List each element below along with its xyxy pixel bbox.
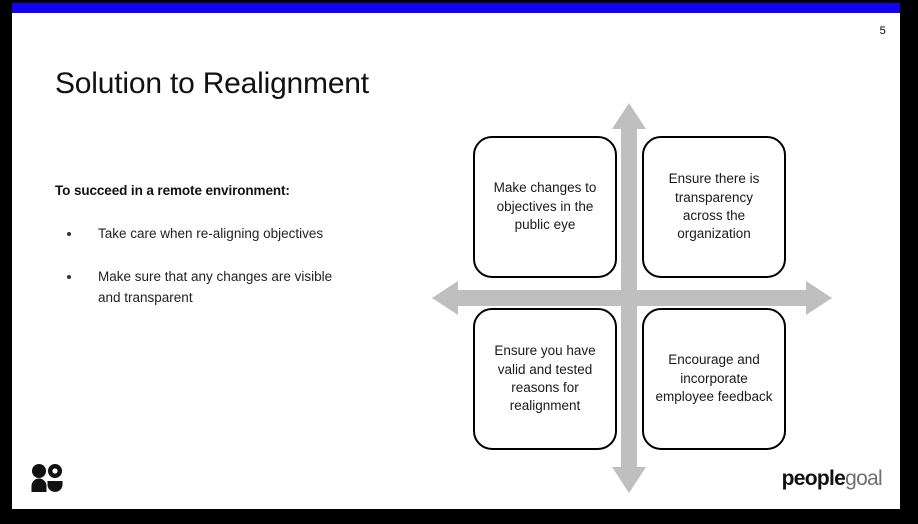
quadrant-box-top-left[interactable]: Make changes to objectives in the public… — [473, 136, 617, 278]
brand-logo-primary: people — [781, 467, 846, 490]
quadrant-box-top-right[interactable]: Ensure there is transparency across the … — [642, 136, 786, 278]
list-item-label: Take care when re-aligning objectives — [98, 226, 324, 241]
quadrant-box-bottom-left[interactable]: Ensure you have valid and tested reasons… — [473, 308, 617, 450]
slide-canvas: 5 Solution to Realignment To succeed in … — [12, 3, 900, 509]
quadrant-box-label: Ensure there is transparency across the … — [668, 171, 760, 242]
accent-bar — [12, 3, 900, 13]
quadrant-box-bottom-right[interactable]: Encourage and incorporate employee feedb… — [642, 308, 786, 450]
lead-line: To succeed in a remote environment: — [55, 183, 290, 198]
bullet-dot-icon — [67, 274, 71, 279]
body-text-column: To succeed in a remote environment: Take… — [55, 183, 385, 331]
bullet-dot-icon — [67, 232, 71, 236]
page-title: Solution to Realignment — [55, 67, 369, 101]
brand-logo-secondary: goal — [845, 467, 883, 490]
two-people-icon — [31, 464, 63, 492]
brand-logo: peoplegoal — [781, 467, 883, 491]
quadrant-box-label: Encourage and incorporate employee feedb… — [655, 352, 773, 405]
page-number: 5 — [879, 25, 886, 37]
quadrant-box-label: Ensure you have valid and tested reasons… — [494, 343, 596, 414]
list-item-label: Make sure that any changes are visible a… — [98, 268, 333, 305]
quadrant-axis-arrows — [432, 103, 832, 493]
list-item: Make sure that any changes are visible a… — [55, 267, 385, 309]
list-item: Take care when re-aligning objectives — [55, 224, 385, 245]
quadrant-diagram: Make changes to objectives in the public… — [432, 103, 832, 493]
quadrant-box-label: Make changes to objectives in the public… — [493, 180, 597, 233]
horizontal-arrow-icon — [432, 281, 832, 315]
